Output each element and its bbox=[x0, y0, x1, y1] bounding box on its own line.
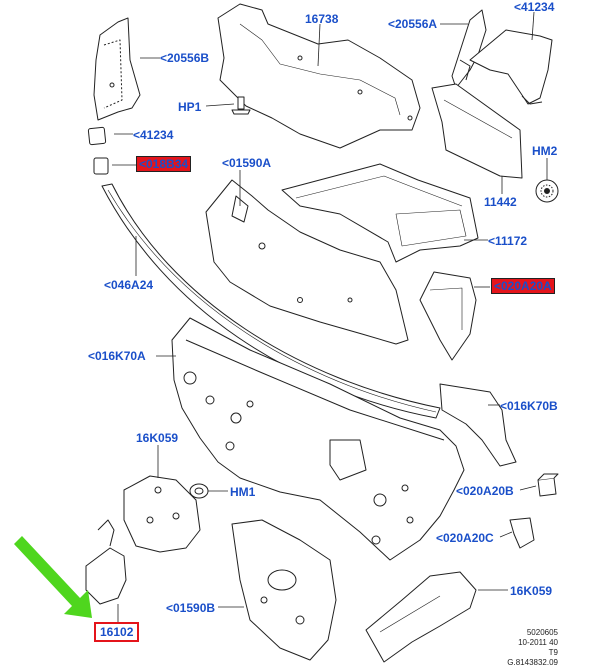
label-020a20c[interactable]: <020A20C bbox=[436, 531, 494, 545]
label-hm1[interactable]: HM1 bbox=[230, 485, 256, 499]
part-01590b bbox=[231, 519, 337, 661]
footer-line-2: 10-2011 40 bbox=[518, 638, 558, 647]
part-018b34 bbox=[93, 157, 109, 175]
footer-line-3: T9 bbox=[548, 648, 558, 657]
label-41234-top[interactable]: <41234 bbox=[514, 0, 555, 14]
label-hm2[interactable]: HM2 bbox=[532, 144, 558, 158]
label-01590a[interactable]: <01590A bbox=[222, 156, 272, 170]
label-018b34[interactable]: <018B34 bbox=[136, 156, 192, 172]
part-01590a bbox=[205, 179, 409, 345]
label-16k059-right[interactable]: 16K059 bbox=[510, 584, 553, 598]
part-016k70a bbox=[171, 317, 465, 561]
green-arrow-icon bbox=[14, 536, 92, 618]
part-11442 bbox=[431, 83, 523, 179]
part-016k70b bbox=[439, 383, 517, 467]
label-16738[interactable]: 16738 bbox=[305, 12, 339, 26]
label-01590b[interactable]: <01590B bbox=[166, 601, 216, 615]
label-hp1[interactable]: HP1 bbox=[178, 100, 202, 114]
part-046a24 bbox=[101, 183, 441, 419]
leader-lines bbox=[112, 11, 548, 622]
part-20556b bbox=[93, 17, 141, 121]
part-hp1 bbox=[231, 96, 251, 115]
part-16k059-left bbox=[123, 475, 201, 553]
label-11442[interactable]: 11442 bbox=[484, 195, 517, 209]
label-16k059-left[interactable]: 16K059 bbox=[136, 431, 179, 445]
label-020a20b[interactable]: <020A20B bbox=[456, 484, 514, 498]
label-016k70a[interactable]: <016K70A bbox=[88, 349, 146, 363]
part-16k059-right bbox=[365, 571, 477, 663]
label-046a24[interactable]: <046A24 bbox=[104, 278, 154, 292]
part-hm2 bbox=[535, 179, 559, 203]
part-020a20b bbox=[537, 473, 559, 497]
part-020a20c bbox=[509, 517, 535, 549]
part-41234-top bbox=[469, 29, 553, 105]
label-11172[interactable]: <11172 bbox=[488, 234, 528, 248]
part-41234-left bbox=[87, 126, 107, 146]
part-020a20a bbox=[419, 271, 477, 361]
label-16102[interactable]: 16102 bbox=[94, 622, 140, 642]
label-41234-left[interactable]: <41234 bbox=[133, 128, 174, 142]
label-016k70b[interactable]: <016K70B bbox=[500, 399, 558, 413]
footer-line-1: 5020605 bbox=[526, 628, 558, 637]
footer-reference: 5020605 10-2011 40 T9 G.8143832.09 bbox=[496, 628, 558, 668]
part-20556a bbox=[451, 9, 487, 89]
label-020a20a[interactable]: <020A20A bbox=[491, 278, 555, 294]
label-20556b[interactable]: <20556B bbox=[160, 51, 210, 65]
label-20556a[interactable]: <20556A bbox=[388, 17, 438, 31]
part-16102 bbox=[85, 519, 127, 605]
part-hm1 bbox=[189, 483, 209, 499]
part-11172 bbox=[281, 163, 479, 263]
footer-line-4: G.8143832.09 bbox=[507, 658, 558, 667]
